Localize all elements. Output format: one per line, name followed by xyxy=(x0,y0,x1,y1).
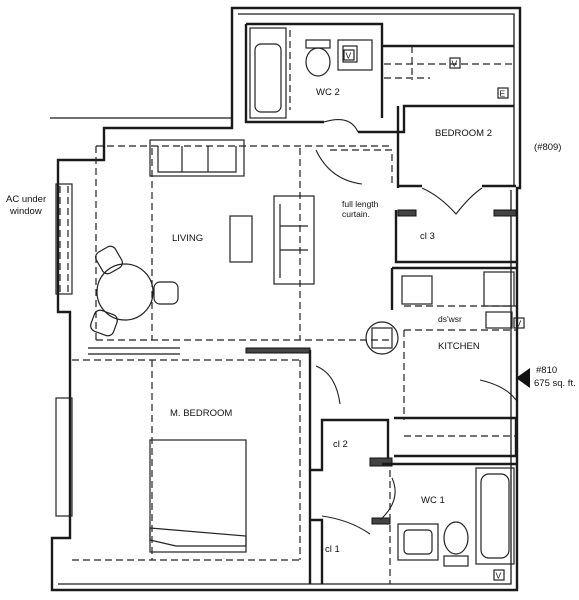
sink-wc1-bowl xyxy=(403,529,433,555)
column-box xyxy=(371,327,393,349)
toilet-wc1 xyxy=(443,521,469,555)
dishwasher xyxy=(485,311,513,329)
bedroom2-lower-wall xyxy=(358,104,514,134)
kitchen-lower-counter xyxy=(394,416,518,458)
bathtub-wc1 xyxy=(475,467,515,565)
note-neighbor-unit: (#809) xyxy=(534,142,561,153)
cl2-stub xyxy=(369,457,393,467)
sill-lines xyxy=(88,347,180,355)
marker-v-bedroom2: V xyxy=(452,59,458,69)
label-cl2: cl 2 xyxy=(333,439,348,450)
sofa-right xyxy=(273,195,315,285)
sink-wc2 xyxy=(337,39,373,71)
dash-curtain xyxy=(330,149,393,186)
door-wc1 xyxy=(379,477,396,521)
label-bedroom2: BEDROOM 2 xyxy=(435,128,492,139)
exterior-wall-inner-line xyxy=(58,13,515,585)
cl1-wall xyxy=(310,518,324,584)
note-curtain-line2: curtain. xyxy=(342,209,370,219)
outer-walls xyxy=(50,6,522,592)
door-entry xyxy=(479,379,517,401)
marker-v-wc2: V xyxy=(346,51,352,61)
cl3-wall-stub-right xyxy=(493,209,517,217)
sofa-right-cushions xyxy=(279,204,308,278)
door-wc2 xyxy=(323,119,359,133)
marker-e: E xyxy=(500,89,506,99)
note-ac-line2: window xyxy=(9,206,42,217)
markers: V V E V V xyxy=(343,49,525,581)
door-bedroom2 xyxy=(315,149,363,185)
marker-v-kitchen: V xyxy=(516,319,522,329)
marker-v-wc1: V xyxy=(496,571,502,581)
note-unit-area: 675 sq. ft. xyxy=(534,378,576,389)
label-master-bedroom: M. BEDROOM xyxy=(170,408,232,419)
label-wc2: WC 2 xyxy=(316,87,340,98)
cl2-walls xyxy=(308,350,390,472)
chair-2 xyxy=(153,281,179,305)
toilet-wc2 xyxy=(305,47,331,77)
note-ac-line1: AC under xyxy=(6,194,46,205)
door-cl1 xyxy=(321,515,371,535)
bathtub-wc1-basin xyxy=(480,473,510,559)
wc2-top-wall xyxy=(246,22,384,118)
note-curtain-line1: full length xyxy=(342,199,379,209)
door-cl3 xyxy=(421,187,483,215)
bathtub-wc2-basin xyxy=(254,43,282,113)
bed xyxy=(149,439,247,553)
note-dishwasher: ds'wsr xyxy=(438,314,462,324)
chair-1 xyxy=(95,245,123,275)
annotation-labels: AC under window full length curtain. ds'… xyxy=(6,142,576,389)
interior-walls xyxy=(88,22,518,584)
note-unit-number: #810 xyxy=(536,365,557,376)
column xyxy=(365,321,399,355)
exterior-wall xyxy=(50,6,522,592)
bedroom-window xyxy=(55,397,73,517)
sink-wc2-bowl xyxy=(342,45,358,63)
marker-v-wc2-box xyxy=(343,49,355,61)
sofa-top-cushions xyxy=(157,146,237,173)
door-m-bedroom xyxy=(315,365,341,405)
ac-window xyxy=(55,183,73,295)
label-living: LIVING xyxy=(172,233,203,244)
ac-window-dash xyxy=(59,186,69,292)
toilet-wc1-tank xyxy=(443,555,469,567)
dashed-lines xyxy=(72,30,516,584)
coffee-table xyxy=(229,215,253,263)
cl3-box xyxy=(394,210,516,264)
sofa-top xyxy=(149,139,245,177)
marker-v-wc1-box xyxy=(493,569,505,581)
label-kitchen: KITCHEN xyxy=(438,341,480,352)
toilet-wc2-tank xyxy=(305,39,331,49)
chair-3 xyxy=(90,309,118,337)
bed-cover xyxy=(149,527,247,547)
bathtub-wc2 xyxy=(249,27,287,119)
dining-table xyxy=(96,263,154,321)
wc2-left-wall xyxy=(244,24,324,124)
marker-v-bedroom2-box xyxy=(449,57,461,69)
sink-wc1 xyxy=(397,523,439,561)
label-cl1: cl 1 xyxy=(325,544,340,555)
living-bedroom-wall xyxy=(245,347,311,354)
stove xyxy=(483,271,515,307)
fixtures xyxy=(55,27,515,567)
room-labels: WC 2 BEDROOM 2 LIVING cl 3 KITCHEN M. BE… xyxy=(170,87,492,555)
label-wc1: WC 1 xyxy=(421,495,445,506)
entry-arrow-icon xyxy=(516,368,530,388)
exterior-wall-offset xyxy=(50,8,233,119)
cl3-wall-stub-left xyxy=(397,209,417,217)
sofa-top-dividers xyxy=(181,146,209,172)
door-swings xyxy=(315,119,517,535)
label-cl3: cl 3 xyxy=(420,231,435,242)
marker-v-kitchen-box xyxy=(513,317,525,329)
sink-kitchen xyxy=(401,275,433,305)
marker-e-box xyxy=(497,87,509,99)
